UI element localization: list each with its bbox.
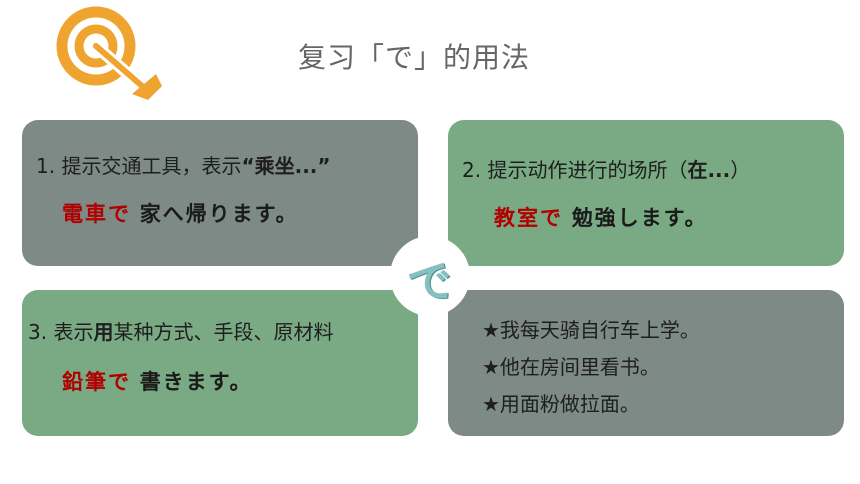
heading-pre: 3. 表示 <box>28 320 94 344</box>
center-particle-badge: で <box>390 236 470 316</box>
usage-card-location: 2. 提示动作进行的场所（在...） 教室で 勉強します。 <box>448 120 844 266</box>
card-heading: 2. 提示动作进行的场所（在...） <box>462 154 750 183</box>
heading-bold: “乘坐...” <box>241 154 331 178</box>
list-item: ★用面粉做拉面。 <box>482 392 640 416</box>
list-item: ★他在房间里看书。 <box>482 355 660 379</box>
card-example: 電車で 家へ帰ります。 <box>62 198 299 228</box>
target-arrow-icon <box>56 6 162 100</box>
card-example: 鉛筆で 書きます。 <box>62 366 253 396</box>
card-heading: 3. 表示用某种方式、手段、原材料 <box>28 316 333 345</box>
practice-sentences-card: ★我每天骑自行车上学。 ★他在房间里看书。 ★用面粉做拉面。 <box>448 290 844 436</box>
heading-bold: 在... <box>687 158 731 182</box>
card-example: 教室で 勉強します。 <box>494 202 708 232</box>
usage-card-transport: 1. 提示交通工具，表示“乘坐...” 電車で 家へ帰ります。 <box>22 120 418 266</box>
heading-text: 1. 提示交通工具，表示 <box>36 154 242 178</box>
example-particle-phrase: 電車で <box>62 202 131 226</box>
heading-text: 2. 提示动作进行的场所（ <box>462 158 688 182</box>
practice-list: ★我每天骑自行车上学。 ★他在房间里看书。 ★用面粉做拉面。 <box>482 312 700 423</box>
list-item: ★我每天骑自行车上学。 <box>482 318 700 342</box>
card-heading: 1. 提示交通工具，表示“乘坐...” <box>36 150 331 179</box>
example-particle-phrase: 鉛筆で <box>62 370 131 394</box>
heading-bold: 用 <box>93 320 114 344</box>
usage-card-means: 3. 表示用某种方式、手段、原材料 鉛筆で 書きます。 <box>22 290 418 436</box>
example-rest: 書きます。 <box>139 370 253 394</box>
heading-text: 某种方式、手段、原材料 <box>113 320 334 344</box>
example-rest: 家へ帰ります。 <box>139 202 299 226</box>
example-rest: 勉強します。 <box>571 206 708 230</box>
page-title: 复习「で」的用法 <box>298 41 531 74</box>
heading-tail: ） <box>730 158 751 182</box>
example-particle-phrase: 教室で <box>494 206 563 230</box>
